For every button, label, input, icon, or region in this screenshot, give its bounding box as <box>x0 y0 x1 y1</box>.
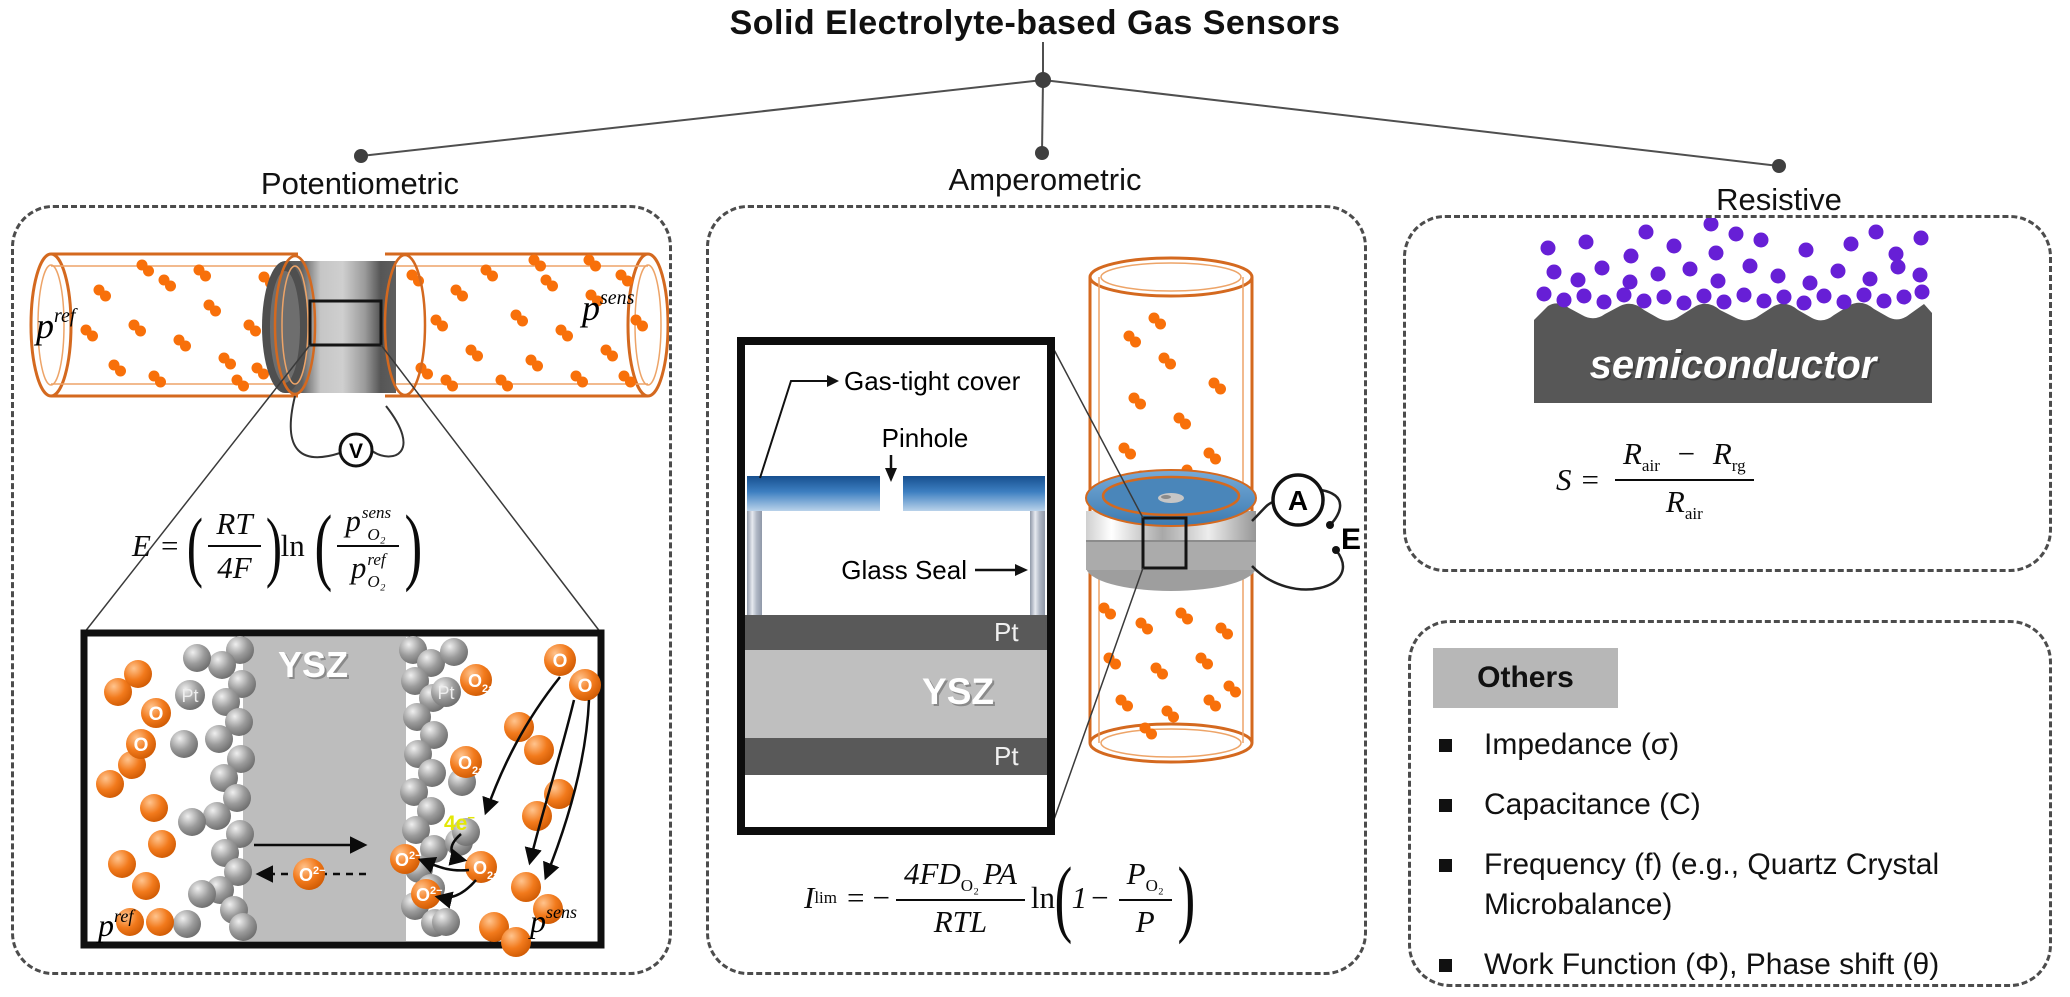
page-title: Solid Electrolyte-based Gas Sensors <box>729 4 1341 42</box>
voltmeter: V <box>289 395 405 468</box>
ysz-layer <box>745 650 1047 738</box>
reference-gas-tube <box>29 252 298 398</box>
pt-electrode-bottom <box>745 738 1047 775</box>
bullet-square-icon <box>1439 799 1452 812</box>
ysz-electrolyte-slab <box>243 637 406 941</box>
sensor-cross-section-inset: Pt YSZ YSZ Pt Gas-tight cover Pinhole Gl… <box>737 337 1055 835</box>
svg-text:psens: psens <box>528 902 577 939</box>
others-header: Others <box>1433 648 1618 708</box>
tree-root-node <box>1035 72 1051 88</box>
zoom-guide-lines <box>1050 343 1144 829</box>
gas-tight-cover-bar <box>747 476 880 511</box>
glass-seal-label: Glass Seal <box>841 555 967 585</box>
svg-text:A: A <box>1288 485 1308 516</box>
amperometric-panel: A E Pt YSZ YSZ Pt <box>706 205 1367 975</box>
close-paren: ) <box>265 501 282 589</box>
voltmeter-icon <box>338 432 374 468</box>
branch-connector <box>354 42 1786 173</box>
svg-text:YSZ: YSZ <box>280 646 350 687</box>
category-label-amperometric: Amperometric <box>948 162 1142 197</box>
svg-text:O: O <box>578 676 593 697</box>
svg-text:pref: pref <box>96 906 136 943</box>
others-header-label: Others <box>1477 661 1574 694</box>
svg-text:O: O <box>134 735 149 756</box>
amperometric-illustration: A E Pt YSZ YSZ Pt <box>737 256 1361 835</box>
open-paren: ( <box>187 501 204 589</box>
others-list-item: Work Function (Φ), Phase shift (θ) <box>1435 945 1995 985</box>
open-paren: ( <box>314 497 332 594</box>
open-paren: ( <box>1054 849 1073 946</box>
pt-label-left: Pt <box>181 686 198 706</box>
others-item-label: Frequency (f) (e.g., Quartz Crystal Micr… <box>1484 848 1940 921</box>
close-paren: ) <box>1177 849 1196 946</box>
resistive-equation: S = Rair − Rrg Rair <box>1556 436 1760 524</box>
amperometric-sensor-disc <box>1085 469 1257 591</box>
svg-text:Pt: Pt <box>994 741 1019 771</box>
pinhole-label: Pinhole <box>882 423 969 453</box>
svg-text:YSZ: YSZ <box>924 673 996 714</box>
svg-text:O2−: O2− <box>299 865 326 885</box>
others-item-label: Capacitance (C) <box>1484 788 1701 821</box>
sensing-gas-tube <box>385 252 669 398</box>
gas-molecules-reference <box>80 259 294 392</box>
svg-text:YSZ: YSZ <box>922 671 994 712</box>
tree-node-resistive <box>1772 159 1786 173</box>
ysz-label: YSZ <box>278 644 348 685</box>
bullet-square-icon <box>1439 859 1452 872</box>
adsorbed-gas-dots <box>1536 218 1930 311</box>
electrode-reaction-inset: YSZ YSZ <box>80 629 605 957</box>
semiconductor-block <box>1534 302 1932 403</box>
p-ref-label: pref <box>33 305 78 346</box>
electron-label: 4e− <box>444 810 475 835</box>
others-item-label: Work Function (Φ), Phase shift (θ) <box>1484 948 1940 981</box>
zoom-guide-lines <box>83 344 602 634</box>
resistive-illustration: semiconductor semiconductor <box>1534 218 1932 403</box>
gas-molecules-sensing <box>406 254 648 392</box>
svg-text:O: O <box>553 651 568 672</box>
tree-node-potentiometric <box>354 149 368 163</box>
glass-seal-right <box>1030 511 1045 615</box>
pt-spheres-left <box>170 636 257 941</box>
close-paren: ) <box>404 497 423 594</box>
svg-text:O2ad: O2ad <box>458 753 491 777</box>
resistive-panel: semiconductor semiconductor <box>1403 215 2052 572</box>
bullet-square-icon <box>1439 959 1452 972</box>
o2ad-label: O2ad <box>468 671 501 695</box>
solid-electrolyte-sensor <box>262 253 427 397</box>
potentiometric-illustration: V pref psens YSZ YSZ <box>29 252 669 957</box>
semiconductor-label: semiconductor <box>1590 343 1879 387</box>
svg-text:V: V <box>349 440 363 463</box>
ammeter-icon <box>1271 473 1325 527</box>
others-list-item: Impedance (σ) <box>1435 725 1995 765</box>
svg-text:O2ad: O2ad <box>473 858 506 882</box>
others-list: Impedance (σ) Capacitance (C) Frequency … <box>1435 725 1995 997</box>
gas-molecules-lower <box>1098 602 1241 740</box>
pt-label-right: Pt <box>437 683 454 703</box>
reaction-arrows <box>417 676 591 909</box>
svg-text:Pt: Pt <box>994 617 1019 647</box>
others-list-item: Capacitance (C) <box>1435 785 1995 825</box>
glass-seal-left <box>747 511 762 615</box>
gas-tight-cover-label: Gas-tight cover <box>844 366 1021 396</box>
electrode-label: E <box>1341 523 1361 556</box>
bullet-square-icon <box>1439 739 1452 752</box>
category-label-potentiometric: Potentiometric <box>260 166 460 201</box>
pt-electrode-top <box>745 615 1047 650</box>
ammeter-circuit: A E <box>1251 473 1361 591</box>
others-item-label: Impedance (σ) <box>1484 728 1680 761</box>
svg-text:O: O <box>149 704 164 725</box>
potentiometric-panel: V pref psens YSZ YSZ <box>11 205 672 975</box>
p-sens-label: psens <box>579 287 635 328</box>
zoom-target-rectangle <box>1141 516 1188 570</box>
tree-node-amperometric <box>1035 146 1049 160</box>
category-label-resistive: Resistive <box>1716 182 1842 217</box>
zoom-target-rectangle <box>308 299 383 347</box>
svg-text:semiconductor: semiconductor <box>1592 345 1881 389</box>
others-panel: Others Impedance (σ) Capacitance (C) Fre… <box>1408 620 2052 987</box>
others-list-item: Frequency (f) (e.g., Quartz Crystal Micr… <box>1435 845 1995 925</box>
